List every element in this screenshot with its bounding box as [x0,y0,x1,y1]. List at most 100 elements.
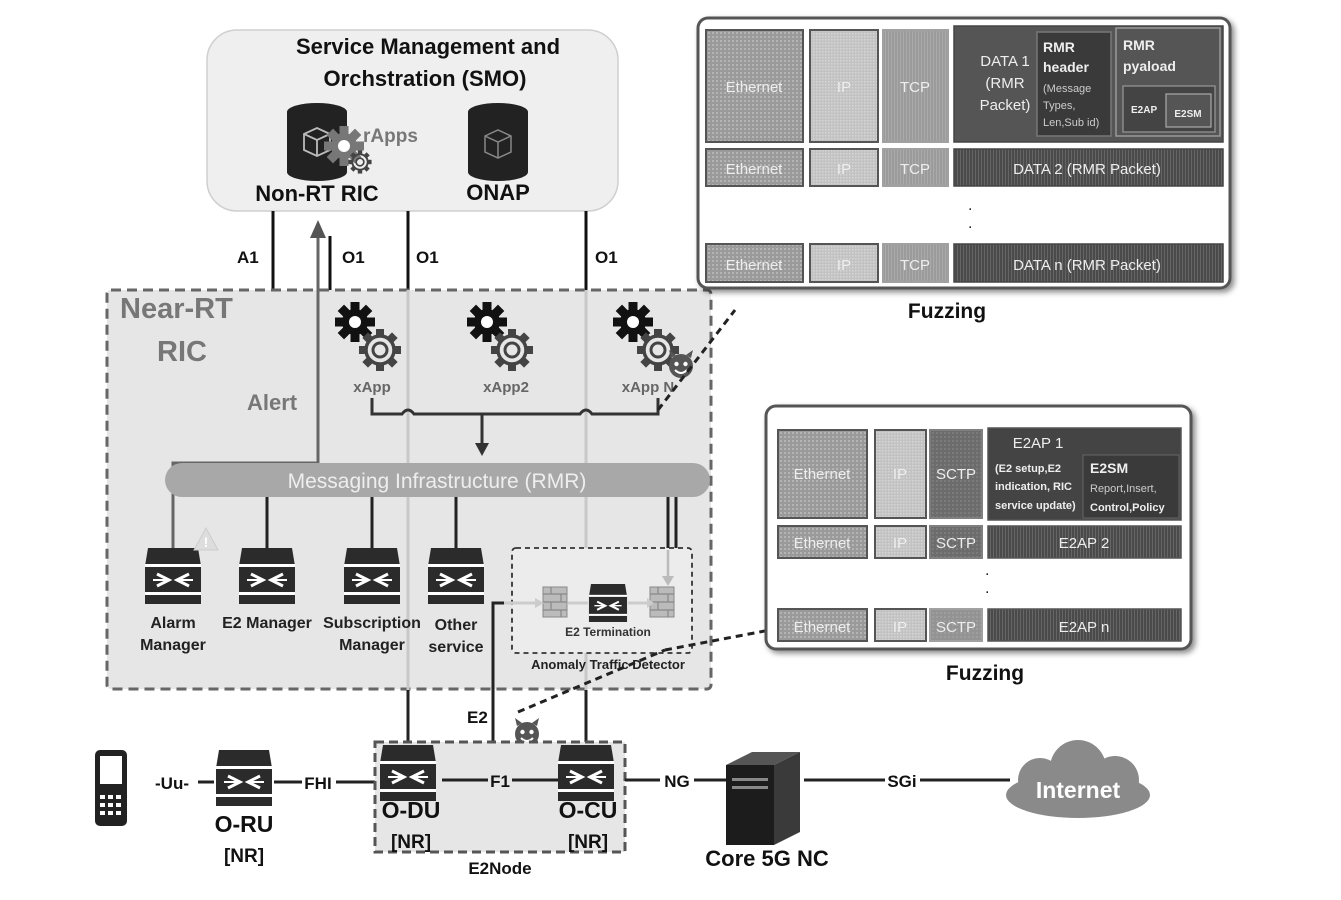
other-service-router-icon [426,546,486,606]
fuzz2-rown-ethernet [777,608,868,642]
o-cu-label: O-CU [559,797,618,823]
fuzz2-row2-ip-label: IP [893,535,907,552]
e2node-label: E2Node [468,859,531,878]
fuzz1-rown-tcp [882,243,949,283]
o-du-label: O-DU [382,797,441,823]
fuzz2-e2sm-box [1082,454,1180,519]
fuzz1-rmr-header-line4: Types, [1043,100,1075,112]
subscription-manager-router-icon [342,546,402,606]
fuzz1-e2sm-box [1165,93,1212,128]
fuzz2-row2-sctp [929,525,983,559]
fuzz1-rmr-payload-line1: RMR [1123,37,1155,53]
fuzz1-rown-ip-label: IP [837,257,851,274]
fuzz1-row1-tcp [882,29,949,143]
other-service-label-line1: Other [435,617,478,634]
smo-title-line1: Service Management and [296,34,560,59]
o-ru-nr-label: [NR] [224,846,264,867]
fuzz1-data1-line2: (RMR [985,75,1024,92]
uu-interface-label: -Uu- [155,774,189,793]
fuzz1-row2-ip-label: IP [837,161,851,178]
fuzz1-row2-tcp [882,148,949,187]
o1-interface-label-1: O1 [342,248,365,267]
e2-termination-label: E2 Termination [565,625,651,639]
o1-interface-label-2: O1 [416,248,439,267]
fuzz2-rown-ip [874,608,927,642]
fuzz2-ellipsis: . [985,562,989,579]
xappn-label: xApp N [622,379,675,396]
svg-text:!: ! [204,534,209,550]
fuzz2-e2ap1-desc1: (E2 setup,E2 [995,463,1061,475]
fuzz1-e2sm-label: E2SM [1174,109,1201,120]
fuzz1-rmr-header-line2: header [1043,59,1089,75]
fuzz2-e2sm-desc2: Control,Policy [1090,502,1165,514]
fuzz2-row1-ip-label: IP [893,466,907,483]
rmr-label: Messaging Infrastructure (RMR) [288,470,587,493]
subscription-manager-label-line1: Subscription [323,615,421,632]
fuzz1-ellipsis: . [968,197,972,214]
fuzz2-row2-ethernet-label: Ethernet [794,535,852,552]
rapps-gear-icon [324,126,364,166]
o-du-router-icon [378,743,438,803]
fuzz2-e2ap1-desc3: service update) [995,500,1076,512]
o-cu-router-icon [556,743,616,803]
fuzz1-row1-tcp-label: TCP [900,79,930,96]
o-ru-router-icon [214,748,274,808]
fuzz2-ellipsis-2: . [985,580,989,597]
onap-label: ONAP [466,180,530,205]
alarm-manager-label-line2: Manager [140,637,206,654]
fuzz1-data1-line1: DATA 1 [980,53,1029,70]
fuzz2-row1-sctp [929,429,983,519]
fuzz1-data1-line3: Packet) [980,97,1031,114]
fuzz1-rmr-header [1036,31,1112,137]
fuzz1-row2-ip [809,148,879,187]
fuzz1-row2-data [953,148,1224,187]
e2-manager-label: E2 Manager [222,615,312,632]
f1-interface-label: F1 [490,772,510,791]
e2-interface-label: E2 [467,708,488,727]
fuzz1-row1-ethernet [705,29,804,143]
smo-title-line2: Orchstration (SMO) [324,66,527,91]
fuzz1-row1-ip-label: IP [837,79,851,96]
fuzz2-row1-ethernet-label: Ethernet [794,466,852,483]
fuzz1-caption: Fuzzing [908,300,986,323]
fuzz2-row1-ip [874,429,927,519]
fuzz1-ellipsis-2: . [968,215,972,232]
fuzz1-rown-tcp-label: TCP [900,257,930,274]
fuzz1-row2-ethernet-label: Ethernet [726,161,784,178]
fuzz1-row1-ip [809,29,879,143]
core-server-icon [726,752,800,845]
e2-manager-router-icon [237,546,297,606]
fuzz1-row1-ethernet-label: Ethernet [726,79,784,96]
alarm-manager-router-icon [143,546,203,606]
fuzz2-rown-sctp-label: SCTP [936,619,976,636]
fuzz1-rmr-header-line1: RMR [1043,39,1075,55]
nonrt-ric-label: Non-RT RIC [255,181,379,206]
fuzz1-rmr-header-line5: Len,Sub id) [1043,117,1099,129]
fuzz2-row2-e2ap [987,525,1182,559]
firewall-icon-right [649,586,675,618]
fuzz2-rown-ip-label: IP [893,619,907,636]
fuzz2-caption: Fuzzing [946,662,1024,685]
rapps-label: rApps [363,126,418,147]
fuzz2-e2sm-label: E2SM [1090,460,1128,476]
internet-label: Internet [1036,777,1121,803]
fuzz2-row2-ip [874,525,927,559]
anomaly-detector-label: Anomaly Traffic Detector [531,657,685,672]
fuzz1-datan-label: DATA n (RMR Packet) [1013,257,1161,274]
e2-termination-router-icon [587,582,629,624]
ng-interface-label: NG [664,772,690,791]
fuzz2-row1-sctp-label: SCTP [936,466,976,483]
fuzz2-rown-sctp [929,608,983,642]
onap-database-icon [468,103,528,181]
fuzz1-data2-label: DATA 2 (RMR Packet) [1013,161,1161,178]
fuzz2-row1-ethernet [777,429,868,519]
alert-label: Alert [247,390,298,415]
o-ru-label: O-RU [215,811,274,837]
fuzz2-e2apn-label: E2AP n [1059,619,1110,636]
mobile-phone-icon [95,750,127,826]
fuzz2-e2ap1-label: E2AP 1 [1013,435,1064,452]
warning-icon: ! [193,526,219,551]
fuzz1-rmr-header-line3: (Message [1043,83,1091,95]
subscription-manager-label-line2: Manager [339,637,405,654]
